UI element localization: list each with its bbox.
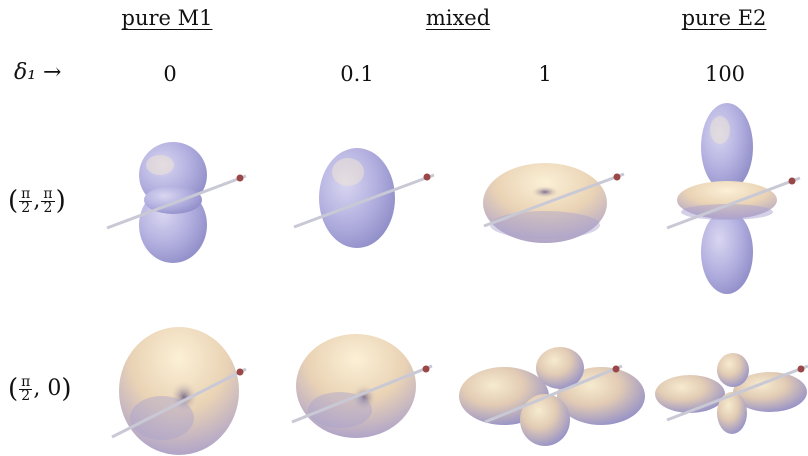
delta-value-1: 0.1: [340, 62, 374, 86]
header-pure-e2: pure E2: [681, 6, 767, 30]
plot-r1-c2: [293, 148, 435, 248]
header-pure-m1: pure M1: [121, 6, 213, 30]
plot-r2-c4: [655, 353, 808, 434]
delta-value-0: 0: [163, 62, 177, 86]
delta-value-3: 100: [704, 62, 746, 86]
plot-r1-c4: [666, 103, 801, 294]
delta-value-2: 1: [538, 62, 552, 86]
plot-r2-c3: [459, 347, 645, 446]
header-mixed: mixed: [425, 6, 491, 30]
delta-label: δ₁ →: [14, 60, 62, 85]
plot-r2-c2: [291, 334, 433, 438]
plot-r1-c1: [106, 142, 247, 263]
plot-r2-c1: [111, 327, 247, 455]
plot-r1-c3: [483, 163, 625, 243]
